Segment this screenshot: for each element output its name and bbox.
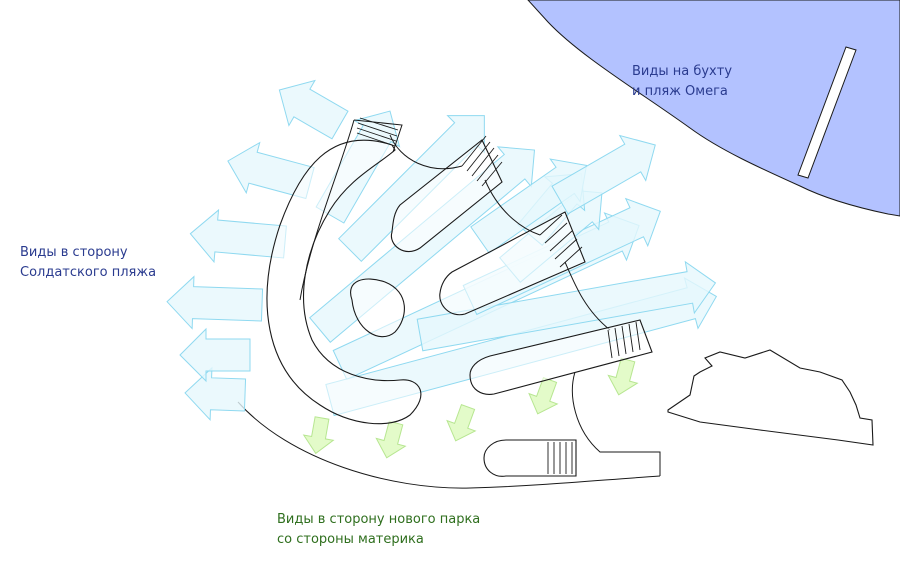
- curved-building-top: [353, 119, 403, 153]
- park-arrow-icon: [607, 357, 639, 396]
- building-4: [469, 319, 653, 395]
- building-5-hatch: [547, 442, 573, 474]
- building-3-arc: [484, 179, 541, 236]
- label-bay-line1: Виды на бухту: [632, 64, 733, 79]
- rock-outcrop: [667, 349, 874, 446]
- park-arrow-icon: [375, 420, 407, 459]
- label-bay-views: Виды на бухту и пляж Омега: [632, 62, 732, 102]
- view-arrow-icon: [278, 79, 349, 140]
- label-soldier-line2: Солдатского пляжа: [20, 265, 157, 280]
- view-arrow-icon: [179, 327, 251, 383]
- site-boundary-line: [237, 401, 661, 489]
- curved-building-end: [299, 119, 355, 301]
- label-soldier-line1: Виды в сторону: [20, 245, 128, 260]
- view-arrow-icon: [166, 275, 264, 330]
- building-2-arc: [389, 134, 463, 170]
- building-3-arc-2: [564, 261, 611, 331]
- curved-building: [266, 139, 422, 425]
- park-arrow-icon: [446, 403, 477, 442]
- building-5: [483, 439, 577, 477]
- building-3: [439, 211, 586, 316]
- label-soldier-beach-views: Виды в сторону Солдатского пляжа: [20, 243, 156, 283]
- park-arrows-group: [302, 357, 639, 459]
- curved-building-hatch: [356, 117, 399, 147]
- view-arrow-icon: [189, 208, 287, 264]
- label-bay-line2: и пляж Омега: [632, 84, 728, 99]
- label-park-line1: Виды в сторону нового парка: [277, 512, 481, 527]
- view-arrow-icon: [551, 134, 656, 215]
- view-arrows-group: [166, 79, 718, 422]
- building-4-hatch: [607, 321, 641, 359]
- view-arrow-icon: [416, 260, 717, 352]
- site-boundary-line-right: [572, 371, 661, 476]
- park-arrow-icon: [302, 416, 335, 455]
- pier: [797, 46, 857, 179]
- view-arrow-icon: [337, 115, 485, 263]
- building-3-hatch: [539, 214, 583, 268]
- label-park-line2: со стороны материка: [277, 532, 424, 547]
- view-arrow-icon: [184, 366, 247, 422]
- view-arrow-icon: [227, 141, 315, 200]
- label-new-park-views: Виды в сторону нового парка со стороны м…: [277, 510, 480, 550]
- round-pavilion: [350, 278, 405, 338]
- building-2: [390, 139, 503, 253]
- buildings-group: [266, 117, 874, 477]
